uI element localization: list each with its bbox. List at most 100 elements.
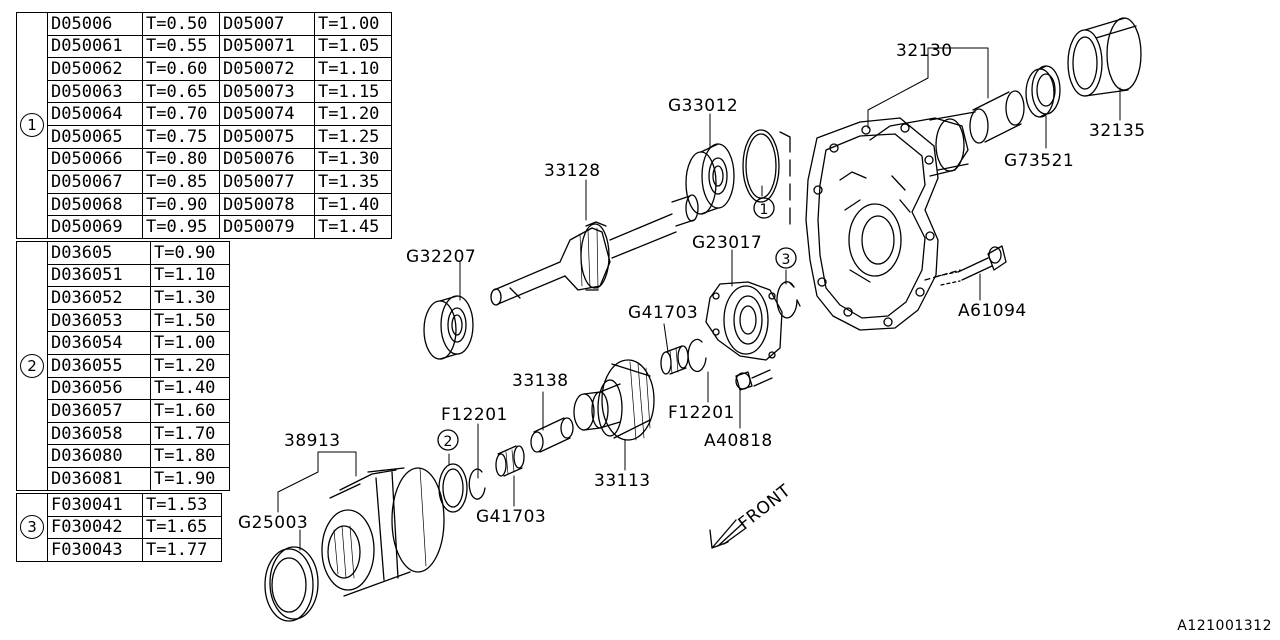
thickness-cell: T=1.90	[150, 466, 230, 491]
label-33113: 33113	[594, 471, 651, 491]
shaft-33128	[490, 194, 699, 306]
label-23017: G23017	[692, 233, 762, 253]
part-number-cell: D036051	[47, 263, 151, 288]
thickness-cell: T=1.70	[150, 421, 230, 446]
sleeve-32130	[969, 90, 1025, 144]
snap-ring-12201-b	[468, 468, 486, 500]
callout-3-label: 3	[782, 252, 791, 268]
part-number-cell: D050077	[219, 170, 315, 194]
thickness-cell: T=0.90	[150, 241, 230, 265]
seal-73521	[1025, 65, 1061, 118]
thickness-cell: T=1.45	[314, 215, 392, 239]
thickness-cell: T=0.75	[142, 124, 220, 149]
pin-33138	[530, 417, 574, 453]
thickness-cell: T=1.00	[150, 331, 230, 355]
thickness-cell: T=1.65	[142, 515, 222, 540]
thickness-cell: T=1.05	[314, 34, 392, 59]
thickness-cell: T=1.25	[314, 124, 392, 149]
part-number-cell: D050064	[47, 102, 143, 126]
label-33138: 33138	[512, 371, 569, 391]
snap-ring-3	[776, 281, 801, 319]
label-33012: G33012	[668, 96, 738, 116]
needle-bearing-41703-b	[495, 445, 525, 477]
thickness-cell: T=1.20	[314, 102, 392, 126]
part-number-cell: D050072	[219, 57, 315, 81]
thickness-cell: T=0.60	[142, 57, 220, 81]
needle-bearing-41703-a	[660, 345, 689, 375]
thickness-cell: T=1.77	[142, 538, 222, 562]
part-number-cell: D050066	[47, 147, 143, 172]
table-marker-cell: 1	[16, 12, 48, 239]
part-number-cell: D050065	[47, 124, 143, 149]
label-41703-b: G41703	[476, 507, 546, 527]
part-number-cell: D050078	[219, 192, 315, 217]
part-number-cell: D036081	[47, 466, 151, 491]
table-marker: 2	[20, 353, 44, 378]
bearing-32207	[423, 295, 474, 360]
part-number-cell: D050069	[47, 215, 143, 239]
table-marker-cell: 2	[16, 241, 48, 491]
label-38913: 38913	[284, 431, 341, 451]
front-arrow	[709, 519, 747, 549]
thickness-cell: T=1.10	[314, 57, 392, 81]
thickness-cell: T=0.70	[142, 102, 220, 126]
differential-38913	[321, 467, 445, 597]
part-number-cell: D050076	[219, 147, 315, 172]
part-number-cell: D050073	[219, 79, 315, 104]
part-number-cell: D03605	[47, 241, 151, 265]
part-number-cell: D050061	[47, 34, 143, 59]
snap-ring-12201-a	[687, 338, 707, 373]
part-number-cell: D036054	[47, 331, 151, 355]
part-number-cell: D050079	[219, 215, 315, 239]
thickness-cell: T=0.85	[142, 170, 220, 194]
label-40818: A40818	[704, 431, 773, 451]
shim-ring-1	[742, 129, 780, 203]
thickness-cell: T=1.15	[314, 79, 392, 104]
table-marker: 1	[20, 113, 44, 138]
part-number-cell: D050068	[47, 192, 143, 217]
label-61094: A61094	[958, 301, 1027, 321]
thickness-cell: T=1.20	[150, 353, 230, 378]
thickness-cell: T=1.30	[314, 147, 392, 172]
callout-1-label: 1	[760, 202, 769, 218]
part-number-cell: D036053	[47, 308, 151, 333]
thickness-cell: T=0.80	[142, 147, 220, 172]
bolt-61094	[937, 245, 1007, 286]
label-73521: G73521	[1004, 151, 1074, 171]
thickness-cell: T=1.30	[150, 286, 230, 310]
label-25003: G25003	[238, 513, 308, 533]
thickness-cell: T=1.10	[150, 263, 230, 288]
thickness-cell: T=0.50	[142, 12, 220, 36]
transfer-housing	[805, 111, 976, 331]
part-number-cell: F030043	[47, 538, 143, 562]
part-number-cell: F030041	[47, 493, 143, 517]
label-32135: 32135	[1089, 121, 1146, 141]
part-number-cell: D050062	[47, 57, 143, 81]
front-label: FRONT	[735, 481, 795, 534]
thickness-cell: T=1.40	[314, 192, 392, 217]
part-number-cell: D05007	[219, 12, 315, 36]
thickness-cell: T=0.65	[142, 79, 220, 104]
seal-25003	[264, 546, 319, 622]
